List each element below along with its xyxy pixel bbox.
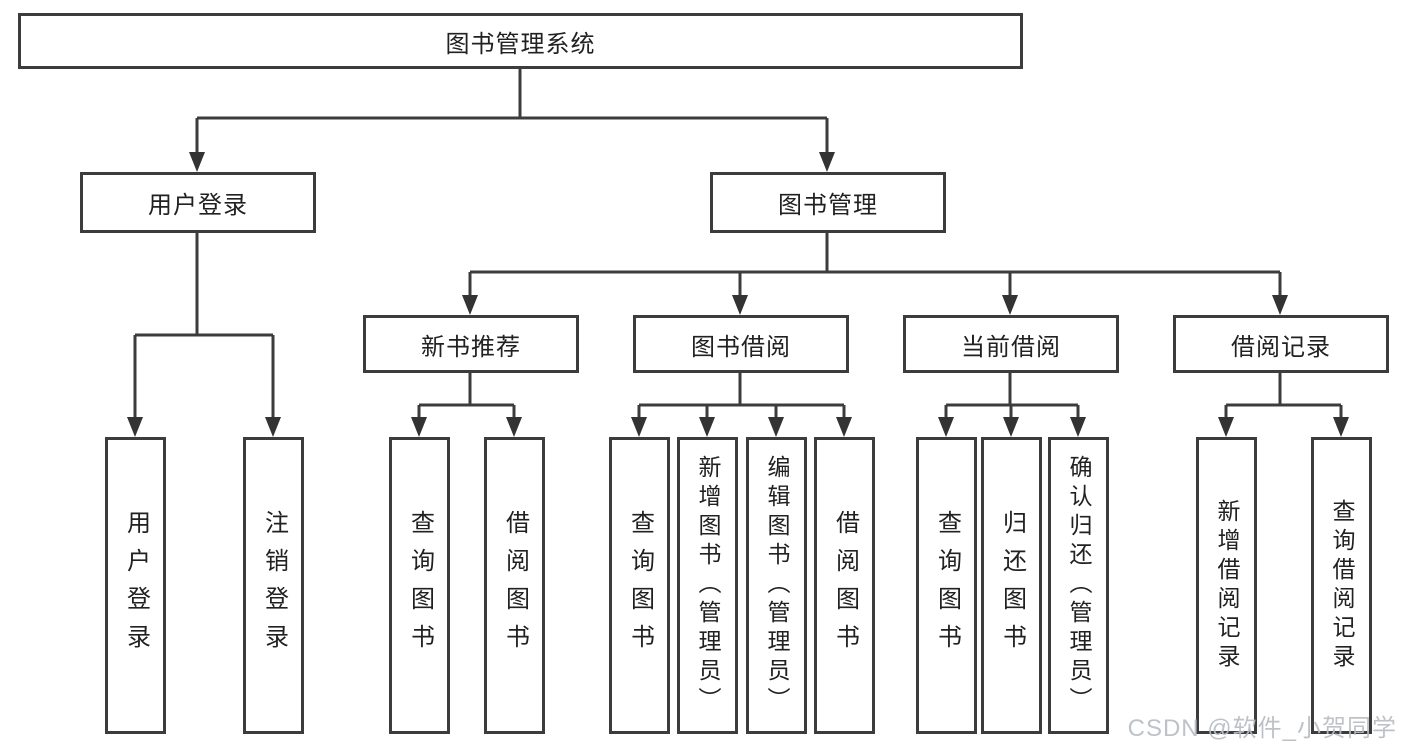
node-current-borrowing: 当前借阅 [903, 315, 1119, 373]
leaf-query-borrow-record: 查询借阅记录 [1311, 437, 1372, 734]
node-label: 确认归还（管理员） [1066, 455, 1092, 716]
node-label: 查询图书 [626, 509, 654, 662]
leaf-user-login: 用户登录 [105, 437, 166, 734]
node-label: 借阅图书 [831, 509, 859, 662]
node-label: 新增图书（管理员） [695, 455, 721, 716]
node-label: 图书借阅 [691, 333, 791, 361]
node-label: 编辑图书（管理员） [764, 455, 790, 716]
node-label: 查询借阅记录 [1329, 498, 1355, 673]
leaf-return-books: 归还图书 [981, 437, 1042, 734]
leaf-borrow-books-2: 借阅图书 [814, 437, 875, 734]
node-label: 新增借阅记录 [1214, 498, 1240, 673]
leaf-add-books-admin: 新增图书（管理员） [677, 437, 738, 734]
csdn-watermark: CSDN @软件_小贺同学 [1127, 715, 1397, 742]
leaf-add-borrow-record: 新增借阅记录 [1196, 437, 1257, 734]
node-label: 图书管理系统 [445, 30, 596, 58]
node-label: 图书管理 [778, 192, 878, 219]
node-label: 借阅记录 [1231, 333, 1331, 361]
node-label: 新书推荐 [421, 333, 521, 361]
node-label: 查询图书 [933, 509, 961, 662]
leaf-query-books-3: 查询图书 [916, 437, 977, 734]
node-root-library-system: 图书管理系统 [18, 13, 1023, 69]
node-book-borrowing: 图书借阅 [633, 315, 849, 373]
node-label: 用户登录 [148, 192, 248, 219]
leaf-edit-books-admin: 编辑图书（管理员） [746, 437, 807, 734]
node-label: 归还图书 [998, 509, 1026, 662]
node-new-book-recommend: 新书推荐 [363, 315, 579, 373]
node-label: 注销登录 [260, 509, 288, 662]
leaf-query-books-1: 查询图书 [389, 437, 450, 734]
leaf-confirm-return-admin: 确认归还（管理员） [1048, 437, 1109, 734]
node-book-management: 图书管理 [710, 172, 946, 233]
leaf-query-books-2: 查询图书 [609, 437, 670, 734]
node-label: 借阅图书 [501, 509, 529, 662]
node-borrow-records: 借阅记录 [1173, 315, 1389, 373]
node-user-login: 用户登录 [80, 172, 316, 233]
node-label: 查询图书 [406, 509, 434, 662]
leaf-logout: 注销登录 [243, 437, 304, 734]
node-label: 当前借阅 [961, 333, 1061, 361]
node-label: 用户登录 [122, 509, 150, 662]
leaf-borrow-books-1: 借阅图书 [484, 437, 545, 734]
